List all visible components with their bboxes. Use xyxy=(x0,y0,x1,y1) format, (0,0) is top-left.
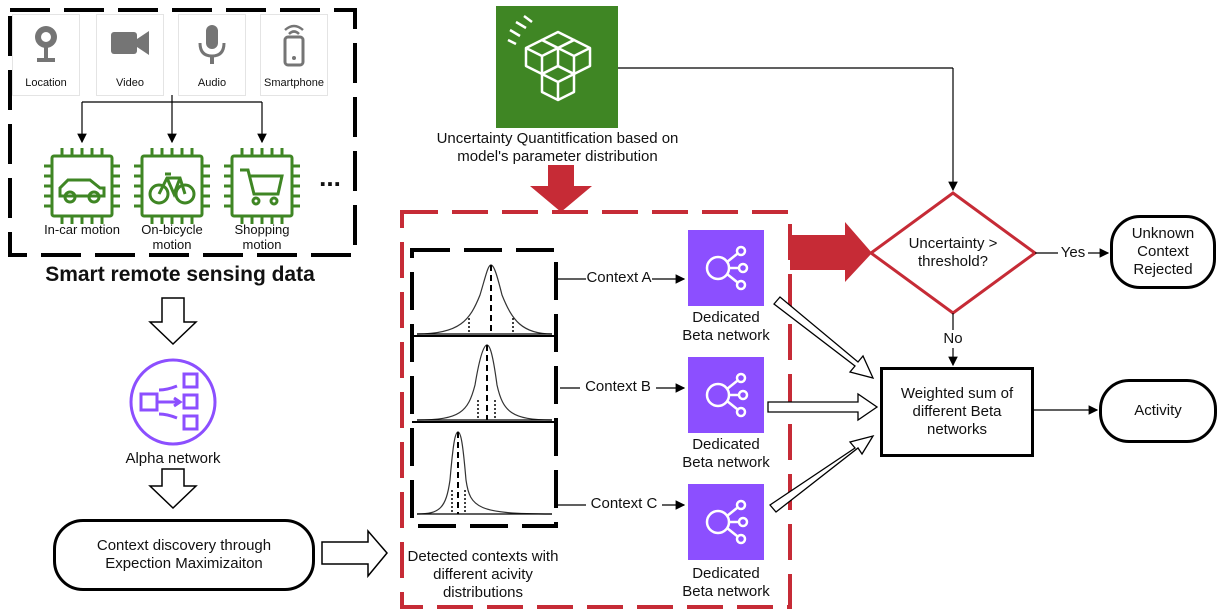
uq-to-decision-line xyxy=(618,67,958,192)
decision-label: Uncertainty > threshold? xyxy=(888,235,1018,271)
hollow-arrow-beta-b xyxy=(767,392,879,422)
beta-label-line: Beta network xyxy=(682,327,770,344)
uq-label-line: Uncertainty Quantitfication based on xyxy=(436,130,679,147)
beta-label-line: Dedicated xyxy=(692,565,760,582)
activity-label-car: In-car motion xyxy=(34,222,130,237)
weighted-line: networks xyxy=(926,421,988,438)
weighted-sum-box: Weighted sum of different Beta networks xyxy=(880,367,1034,457)
sensor-video: Video xyxy=(96,14,164,96)
context-c-label: Context C xyxy=(586,495,662,513)
beta-label-line: Beta network xyxy=(682,454,770,471)
sensor-label: Audio xyxy=(197,77,227,89)
sensor-smartphone: Smartphone xyxy=(260,14,328,96)
activity-label-shopping: Shopping motion xyxy=(214,222,310,252)
hollow-arrow-right-em xyxy=(321,528,388,579)
sensor-location: Location xyxy=(12,14,80,96)
beta-network-a xyxy=(688,230,764,306)
sensor-label: Smartphone xyxy=(264,77,324,89)
alpha-network-label: Alpha network xyxy=(125,450,221,467)
sensor-audio: Audio xyxy=(178,14,246,96)
beta-network-icon xyxy=(705,245,749,291)
hollow-arrow-down-1 xyxy=(148,297,198,346)
location-pin-icon xyxy=(35,26,57,62)
context-connectors xyxy=(557,274,686,510)
em-context-discovery: Context discovery through Expection Maxi… xyxy=(53,519,315,591)
weighted-line: different Beta xyxy=(912,403,1002,420)
decision-no-label: No xyxy=(938,330,968,348)
red-dashed-frame xyxy=(400,210,792,609)
sensing-title: Smart remote sensing data xyxy=(45,263,315,286)
cubes-icon xyxy=(507,15,592,102)
red-arrow-right xyxy=(790,222,872,282)
beta-label-c: Dedicated Beta network xyxy=(668,565,784,601)
context-a-label: Context A xyxy=(586,269,652,287)
beta-network-icon xyxy=(705,372,749,418)
em-line: Context discovery through xyxy=(96,537,272,554)
smartphone-icon xyxy=(283,24,305,67)
uq-label: Uncertainty Quantitfication based on mod… xyxy=(395,130,720,166)
sensing-frame xyxy=(8,8,357,257)
decision-line: Uncertainty > xyxy=(908,235,998,252)
sensor-label: Location xyxy=(25,77,67,89)
hollow-arrow-beta-a xyxy=(773,296,875,379)
hollow-arrow-down-2 xyxy=(148,468,198,510)
activity-output: Activity xyxy=(1099,379,1217,443)
car-chip-icon xyxy=(44,148,120,224)
weighted-line: Weighted sum of xyxy=(900,385,1014,402)
distribution-curve-b xyxy=(416,344,553,421)
sensor-branch-lines xyxy=(77,95,267,144)
uq-icon-box xyxy=(496,6,618,128)
detected-line: distributions xyxy=(442,584,524,601)
rejected-line: Rejected xyxy=(1133,261,1193,278)
red-arrow-down xyxy=(530,165,592,212)
beta-network-icon xyxy=(705,499,749,545)
activity-label-line: Shopping xyxy=(234,222,290,237)
detected-line: Detected contexts with xyxy=(407,548,559,565)
beta-label-line: Beta network xyxy=(682,583,770,600)
beta-label-line: Dedicated xyxy=(692,436,760,453)
beta-label-a: Dedicated Beta network xyxy=(668,309,784,345)
microphone-icon xyxy=(198,25,226,64)
activity-label-line: motion xyxy=(152,237,192,252)
context-b-label: Context B xyxy=(580,378,656,396)
activity-label-line: On-bicycle xyxy=(141,222,203,237)
activity-label-bicycle: On-bicycle motion xyxy=(124,222,220,252)
beta-label-line: Dedicated xyxy=(692,309,760,326)
detected-line: different acivity xyxy=(433,566,533,583)
rejected-line: Context xyxy=(1137,243,1189,260)
rejected-line: Unknown xyxy=(1131,225,1195,242)
decision-yes-label: Yes xyxy=(1058,244,1088,262)
sensor-label: Video xyxy=(116,77,144,89)
detected-contexts-label: Detected contexts with different acivity… xyxy=(402,548,564,602)
more-activities-ellipsis: ... xyxy=(319,162,341,192)
alpha-network-icon xyxy=(129,358,217,446)
distribution-frame xyxy=(410,248,558,528)
activity-label-line: In-car motion xyxy=(44,222,120,237)
decision-line: threshold? xyxy=(917,253,989,270)
distribution-curve-a xyxy=(416,264,553,335)
decision-branches xyxy=(948,248,1110,415)
beta-network-c xyxy=(688,484,764,560)
em-line: Expection Maximizaiton xyxy=(105,555,263,572)
unknown-context-rejected: Unknown Context Rejected xyxy=(1110,215,1216,289)
distribution-curve-c xyxy=(416,431,553,515)
activity-label-line: motion xyxy=(242,237,282,252)
beta-network-b xyxy=(688,357,764,433)
uq-label-line: model's parameter distribution xyxy=(457,148,658,165)
beta-label-b: Dedicated Beta network xyxy=(668,436,784,472)
video-camera-icon xyxy=(111,31,149,55)
hollow-arrow-beta-c xyxy=(769,434,875,513)
shopping-cart-chip-icon xyxy=(224,148,300,224)
bicycle-chip-icon xyxy=(134,148,210,224)
